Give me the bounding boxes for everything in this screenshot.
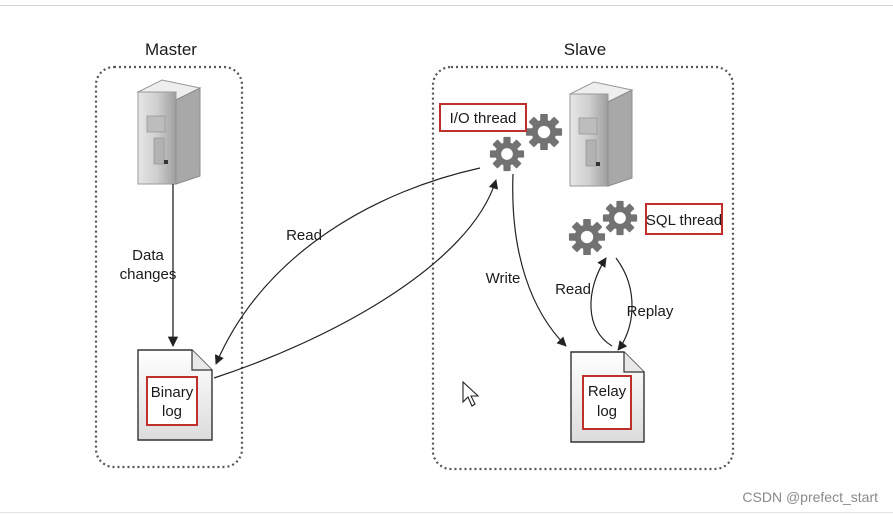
watermark-text: CSDN @prefect_start xyxy=(742,489,878,505)
data-changes-label-bg xyxy=(124,242,172,286)
replication-read-label: Read xyxy=(286,227,322,244)
write-label: Write xyxy=(486,270,521,287)
mouse-cursor-icon xyxy=(462,380,480,407)
master-box xyxy=(94,65,244,469)
binary-log-label-line1: Binary xyxy=(151,384,194,401)
sql-read-arrow xyxy=(590,257,613,347)
sql-gear-icon-small xyxy=(602,200,638,236)
sql-gear-icon-large xyxy=(568,218,606,256)
bottom-divider xyxy=(0,512,893,513)
data-changes-label-line1: Data xyxy=(132,247,164,264)
io-thread-highlight xyxy=(439,103,527,132)
binary-log-highlight xyxy=(146,376,198,426)
slave-title: Slave xyxy=(564,40,607,59)
master-title: Master xyxy=(145,40,197,59)
relay-log-highlight xyxy=(582,375,632,430)
io-thread-read-arrow xyxy=(215,167,481,365)
io-gear-icon-large xyxy=(489,136,525,172)
io-thread-label: I/O thread xyxy=(450,110,517,127)
replay-label: Replay xyxy=(627,303,674,320)
sql-read-label: Read xyxy=(555,281,591,298)
sql-thread-label: SQL thread xyxy=(646,212,722,229)
master-server-icon xyxy=(136,79,202,185)
binlog-return-arrow xyxy=(213,179,499,379)
relay-log-label-line1: Relay xyxy=(588,383,627,400)
write-arrow xyxy=(512,173,567,347)
slave-box xyxy=(431,65,735,471)
sql-thread-highlight xyxy=(645,203,723,235)
io-gear-icon-small xyxy=(525,113,563,151)
relay-log-label-line2: log xyxy=(597,403,617,420)
binary-log-label-line2: log xyxy=(162,403,182,420)
replay-arrow xyxy=(615,257,633,351)
data-changes-label-line2: changes xyxy=(120,266,177,283)
slave-server-icon xyxy=(568,81,634,187)
top-divider xyxy=(0,5,893,6)
